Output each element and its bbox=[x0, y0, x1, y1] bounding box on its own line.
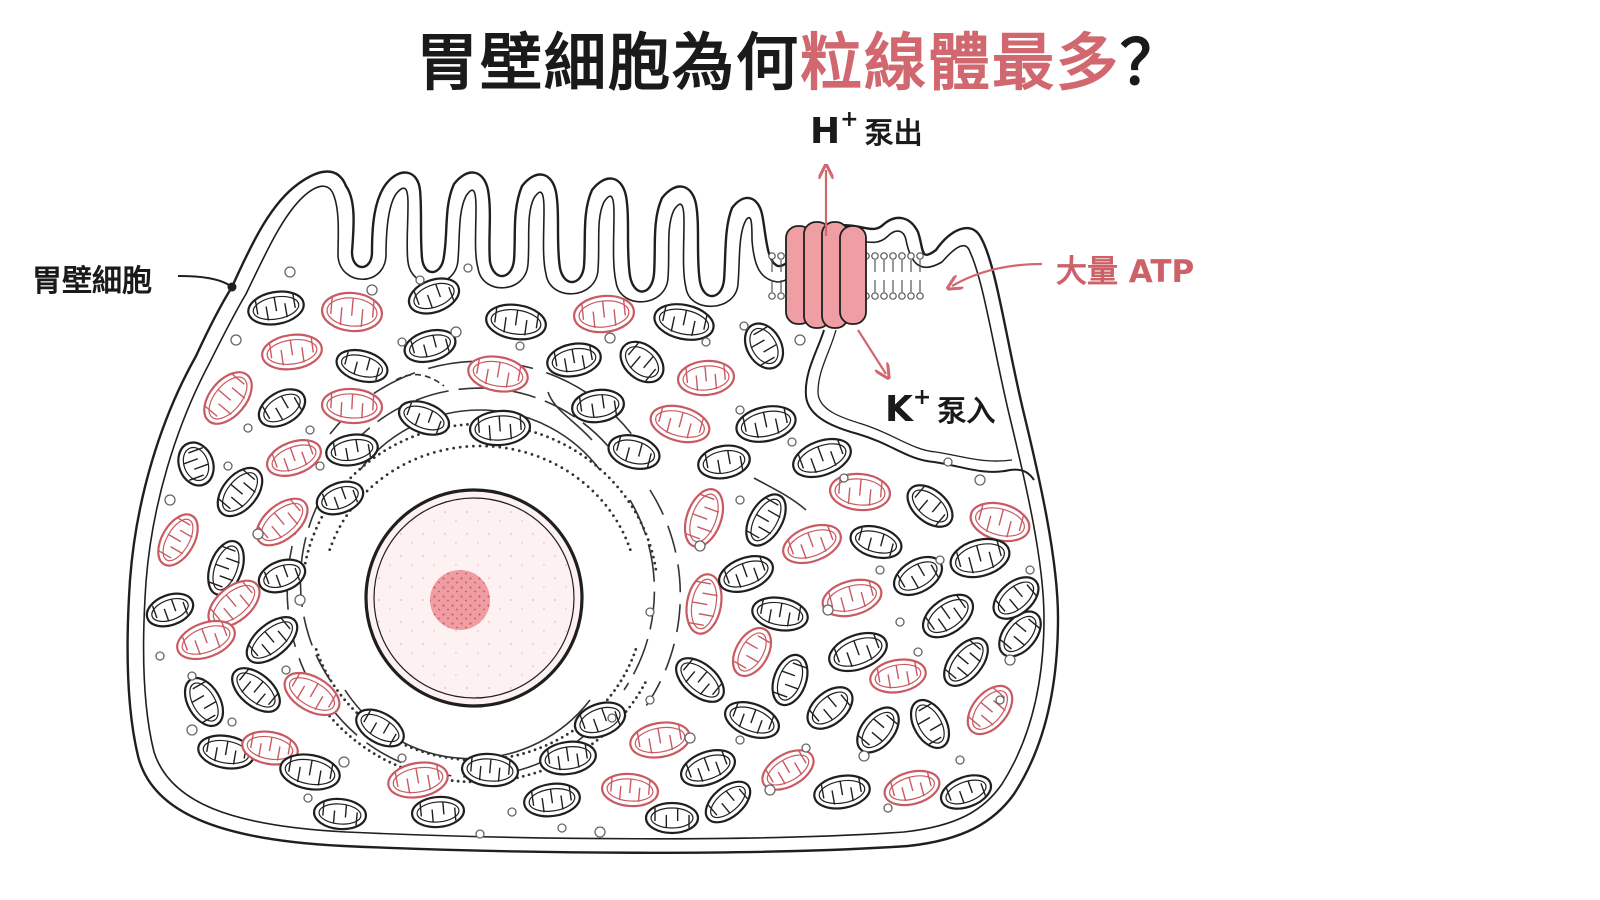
k-ion-symbol: K bbox=[885, 389, 913, 430]
cell-label-pointer bbox=[177, 275, 233, 288]
atp-arrow bbox=[952, 262, 1043, 286]
title-part1: 胃壁細胞為何 bbox=[415, 26, 800, 99]
h-pump-out-label: H+泵出 bbox=[810, 107, 923, 152]
k-ion-charge: + bbox=[912, 385, 932, 410]
proton-pump bbox=[785, 221, 867, 329]
nucleus bbox=[364, 488, 584, 708]
mitochondria-group bbox=[145, 277, 1042, 835]
lipid-bilayer bbox=[768, 252, 924, 300]
parietal-cell-label: 胃壁細胞 bbox=[32, 264, 152, 299]
h-action-text: 泵出 bbox=[864, 116, 923, 150]
title-highlight: 粒線體最多 bbox=[799, 26, 1120, 99]
canaliculus-line bbox=[804, 329, 1035, 481]
h-ion-charge: + bbox=[840, 107, 859, 132]
k-action-text: 泵入 bbox=[937, 394, 996, 428]
page-title: 胃壁細胞為何粒線體最多？ bbox=[0, 12, 1600, 102]
title-question-mark: ？ bbox=[1120, 26, 1185, 99]
k-pump-in-label: K+泵入 bbox=[885, 385, 996, 430]
k-ion-arrow bbox=[857, 329, 886, 374]
h-ion-symbol: H bbox=[810, 111, 841, 152]
cell-label-dot bbox=[227, 282, 237, 292]
vesicles-group bbox=[155, 263, 1035, 839]
atp-label: 大量 ATP bbox=[1056, 254, 1195, 290]
